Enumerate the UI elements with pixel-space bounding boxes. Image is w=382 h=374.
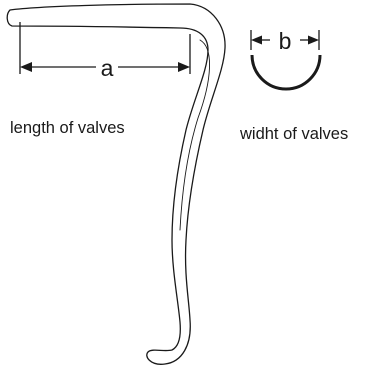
- width-caption: widht of valves: [239, 125, 348, 143]
- length-dimension-label: a: [101, 55, 114, 81]
- length-arrowhead-left: [20, 62, 32, 72]
- width-arrowhead-right: [308, 35, 319, 45]
- valve-inner-line: [179, 39, 210, 231]
- speculum-instrument: [6, 3, 226, 365]
- speculum-outline: [6, 3, 226, 365]
- width-arrowhead-left: [251, 35, 262, 45]
- width-dimension: [250, 30, 320, 50]
- length-dimension: [19, 22, 191, 74]
- length-caption: length of valves: [10, 119, 125, 137]
- width-dimension-label: b: [279, 28, 292, 54]
- valve-cross-section: [250, 54, 322, 91]
- length-arrowhead-right: [178, 62, 190, 72]
